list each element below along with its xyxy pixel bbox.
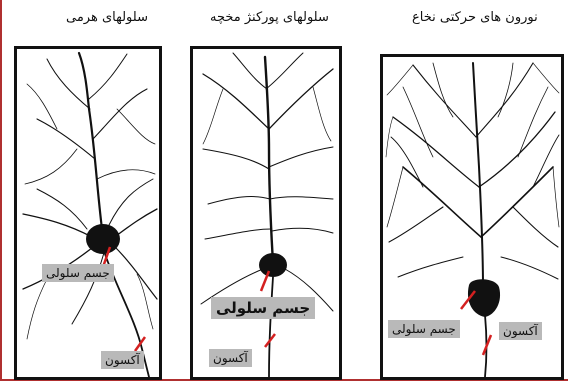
title-purkinje: سلولهای پورکنژ مخچه [210,10,329,25]
pyramidal-neuron-drawing [17,49,159,377]
title-pyramidal: سلولهای هرمی [66,10,148,25]
title-motor: نورون های حرکتی نخاع [412,10,538,25]
panel-motor: جسم سلولی آکسون [380,54,564,380]
label-axon-pyramidal: آکسون [101,351,144,369]
label-axon-motor: آکسون [499,322,542,340]
label-cell-body-pyramidal: جسم سلولی [42,264,114,282]
label-cell-body-motor: جسم سلولی [388,320,460,338]
panel-pyramidal: جسم سلولی آکسون [14,46,162,380]
motor-soma [468,279,500,317]
label-cell-body-purkinje: جسم سلولی [211,297,315,319]
pyramidal-soma [86,224,120,254]
purkinje-neuron-drawing [193,49,339,377]
panel-purkinje: جسم سلولی آکسون [190,46,342,380]
purkinje-soma [259,253,287,277]
label-axon-purkinje: آکسون [209,349,252,367]
